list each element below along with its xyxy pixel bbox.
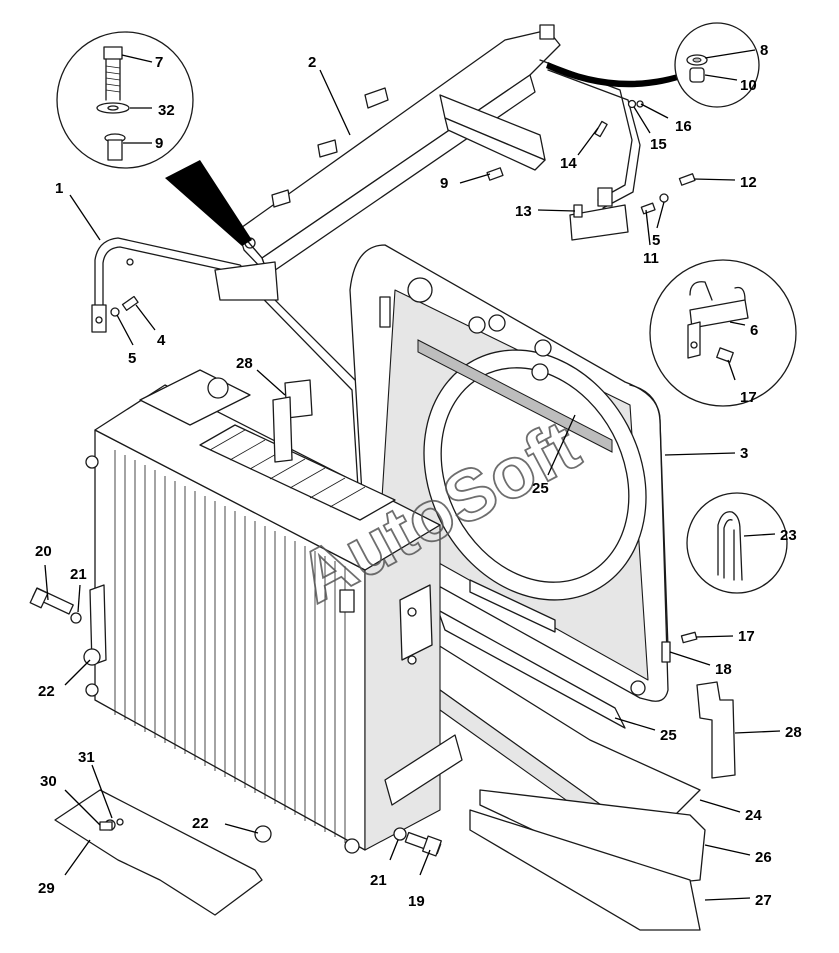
callout-11: 11 — [643, 250, 659, 267]
callout-12: 12 — [740, 174, 757, 191]
callout-17-detail: 17 — [740, 389, 757, 406]
callout-28-lower: 28 — [785, 724, 802, 741]
callout-25-upper: 25 — [532, 480, 549, 497]
callout-5-left: 5 — [128, 350, 136, 367]
callout-20: 20 — [35, 543, 52, 560]
detail-circle-bolt-washer — [56, 31, 252, 246]
detail-circle-nut — [546, 22, 760, 108]
callout-17: 17 — [738, 628, 755, 645]
callout-30: 30 — [40, 773, 57, 790]
callout-19: 19 — [408, 893, 425, 910]
callout-9-detail: 9 — [155, 135, 163, 152]
fasteners — [29, 99, 698, 857]
callout-21-bottom: 21 — [370, 872, 387, 889]
callout-15: 15 — [650, 136, 667, 153]
fan-shroud — [349, 244, 669, 702]
callout-7: 7 — [155, 54, 163, 71]
callout-28-upper: 28 — [236, 355, 253, 372]
callout-27: 27 — [755, 892, 772, 909]
upper-support-bracket — [237, 24, 641, 276]
lower-duct-pieces — [429, 609, 736, 931]
radiator — [85, 369, 463, 854]
callout-10: 10 — [740, 77, 757, 94]
callout-31: 31 — [78, 749, 95, 766]
callout-25-lower: 25 — [660, 727, 677, 744]
callout-6: 6 — [750, 322, 758, 339]
callout-22-bottom: 22 — [192, 815, 209, 832]
detail-circle-seal — [686, 492, 788, 594]
callout-5-right: 5 — [652, 232, 660, 249]
callout-4: 4 — [157, 332, 166, 349]
callout-2: 2 — [308, 54, 316, 71]
callout-26: 26 — [755, 849, 772, 866]
callout-labels: 1 2 3 4 5 5 6 7 8 9 9 10 11 12 13 14 15 … — [35, 42, 802, 910]
callout-14: 14 — [560, 155, 577, 172]
lower-deflector-plate — [54, 789, 263, 916]
callout-24: 24 — [745, 807, 762, 824]
callout-3: 3 — [740, 445, 748, 462]
callout-22-left: 22 — [38, 683, 55, 700]
foam-block-upper — [272, 379, 313, 463]
side-support-rod — [91, 237, 369, 521]
callout-13: 13 — [515, 203, 532, 220]
callout-9: 9 — [440, 175, 448, 192]
callout-1: 1 — [55, 180, 63, 197]
callout-32: 32 — [158, 102, 175, 119]
callout-18: 18 — [715, 661, 732, 678]
callout-16: 16 — [675, 118, 692, 135]
callout-29: 29 — [38, 880, 55, 897]
callout-8: 8 — [760, 42, 768, 59]
leader-lines — [44, 49, 781, 901]
callout-23: 23 — [780, 527, 797, 544]
detail-circle-clip — [649, 259, 797, 407]
callout-21-left: 21 — [70, 566, 87, 583]
